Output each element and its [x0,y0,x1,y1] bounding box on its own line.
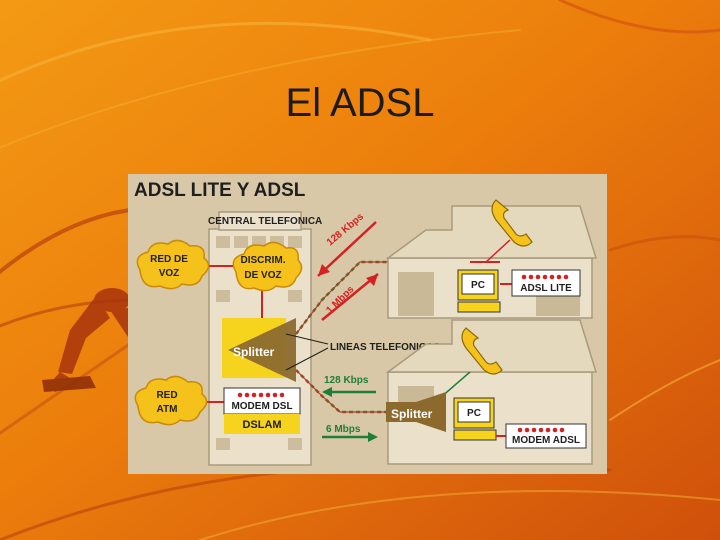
cloud-atm-line1: RED [156,390,177,401]
phone-icon-top [485,199,533,263]
discrim-line2: DE VOZ [244,270,281,281]
arrow-6mbps: 6 Mbps [322,424,378,442]
rate-128kbps-green: 128 Kbps [324,375,369,386]
modem-adsl-box: MODEM ADSL [505,423,587,449]
dslam-box: DSLAM [224,414,300,434]
splitter-house-label: Splitter [391,407,433,421]
rate-6mbps: 6 Mbps [326,424,361,435]
diagram-heading: ADSL LITE Y ADSL [134,180,306,201]
cloud-voz-line2: VOZ [159,268,180,279]
modem-adsl-label: MODEM ADSL [512,435,580,446]
adsl-lite-label: ADSL LITE [520,283,572,294]
adsl-lite-box: ADSL LITE [511,269,581,297]
cloud-voz-line1: RED DE [150,254,188,265]
central-telefonica-label: CENTRAL TELEFONICA [208,216,322,227]
adsl-diagram: ADSL LITE Y ADSL CENTRAL TELEFONICA RED … [128,174,607,474]
cloud-discrim-de-voz: DISCRIM. DE VOZ [232,241,303,292]
discrim-line1: DISCRIM. [241,255,286,266]
splitter-house: Splitter [386,392,446,432]
cloud-red-de-voz: RED DE VOZ [136,239,210,290]
lineas-telefonicas-label: LINEAS TELEFONICAS [330,342,440,353]
splitter-central: Splitter [222,318,296,382]
pc-top: PC [457,269,501,313]
cloud-red-atm: RED ATM [134,375,208,426]
dslam-label: DSLAM [242,419,281,431]
slide-title: El ADSL [286,81,435,125]
pc-top-label: PC [471,280,485,291]
cloud-atm-line2: ATM [157,404,178,415]
arrow-128kbps-green: 128 Kbps [322,375,376,397]
splitter-central-label: Splitter [233,345,275,359]
pc-bottom-label: PC [467,408,481,419]
modem-dsl-box: MODEM DSL [223,387,301,415]
modem-dsl-label: MODEM DSL [231,401,292,412]
pc-bottom: PC [453,397,497,441]
